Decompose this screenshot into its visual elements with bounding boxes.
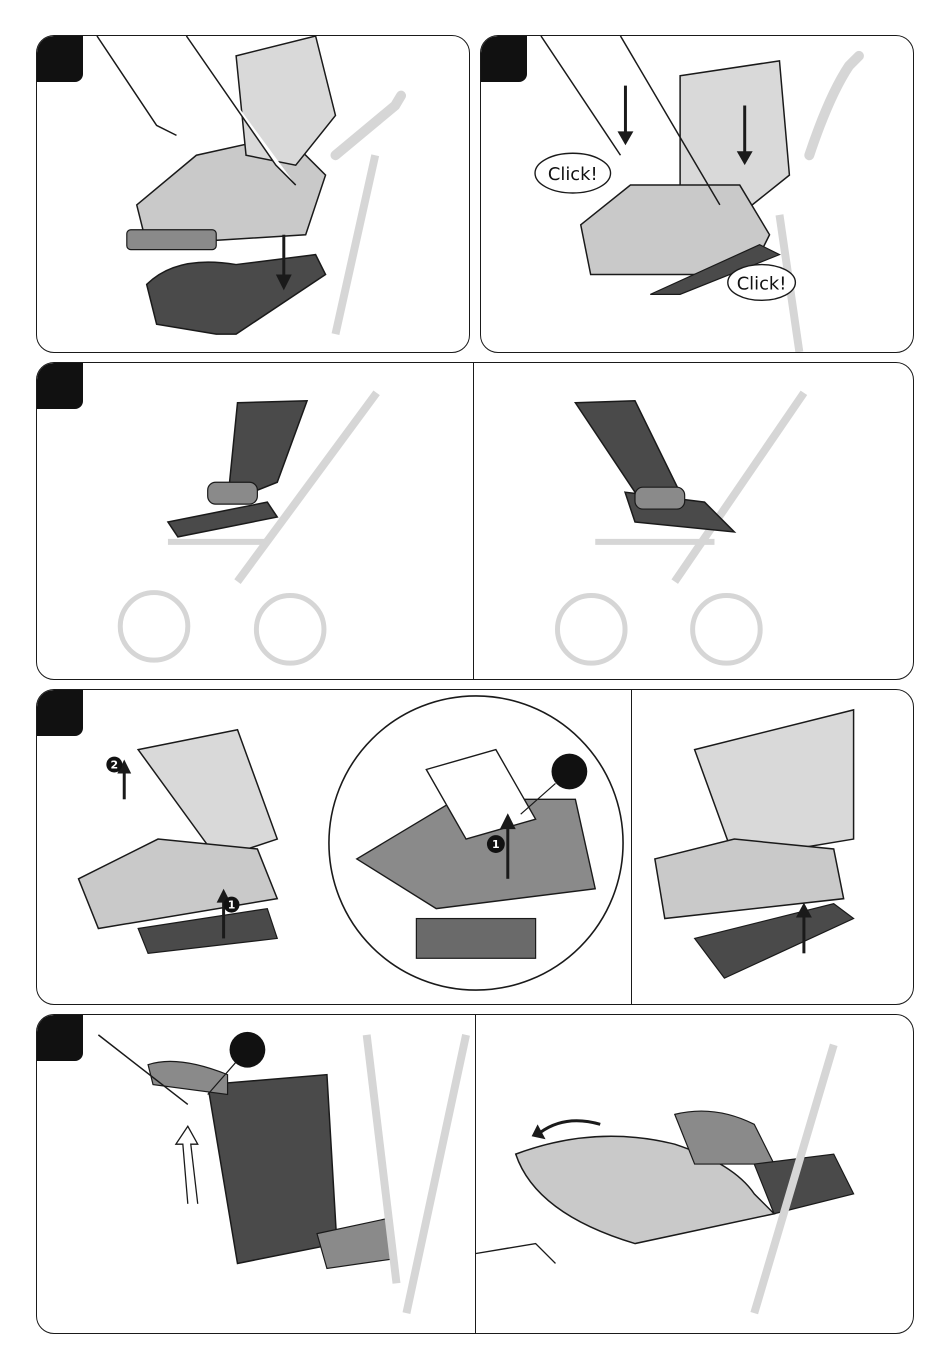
step-panel-3: 2 1 1 [36, 689, 914, 1005]
seat-orientation-illustration [37, 363, 913, 679]
seat-release-illustration: 2 1 1 [37, 690, 913, 1004]
seat-click-illustration: Click! Click! [481, 36, 913, 352]
seat-lowering-illustration [37, 36, 469, 352]
seat-back-unlock-scene [98, 1032, 466, 1313]
step-panel-4 [36, 1014, 914, 1334]
stroller-rear-facing [557, 393, 803, 663]
seat-folded-scene [476, 1045, 854, 1313]
release-button-callout [552, 754, 588, 790]
detail-magnifier: 1 [329, 696, 623, 990]
click-callout-left: Click! [548, 164, 598, 185]
seat-lift-scene-alt [655, 710, 854, 978]
seat-lift-scene: 2 1 [79, 730, 278, 954]
seat-fold-illustration [37, 1015, 913, 1333]
stroller-forward-facing [120, 393, 376, 663]
step-panel-1a [36, 35, 470, 353]
step-marker-2: 2 [110, 759, 118, 772]
release-lever-callout [230, 1032, 266, 1068]
step-panel-1b: Click! Click! [480, 35, 914, 353]
step-panel-2 [36, 362, 914, 680]
click-callout-right: Click! [737, 273, 787, 294]
step-marker-1: 1 [228, 899, 236, 912]
detail-step-marker-1: 1 [492, 838, 500, 851]
